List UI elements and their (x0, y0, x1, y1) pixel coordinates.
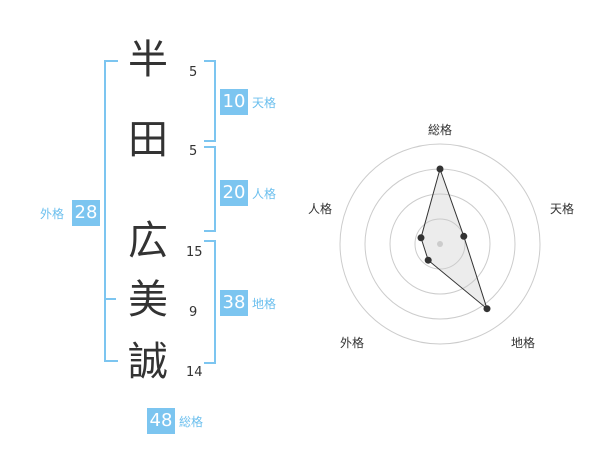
chikaku-bracket (204, 240, 216, 364)
gaikaku-value: 28 (72, 200, 100, 226)
radar-ring-4 (339, 143, 541, 345)
gaikaku-connector (104, 298, 116, 300)
radar-center-dot (437, 241, 443, 247)
gaikaku-bracket (104, 60, 118, 362)
radar-ring-2 (389, 193, 491, 295)
tenkaku-value: 10 (220, 89, 248, 115)
radar-point-1 (460, 232, 468, 240)
radar-chart (339, 143, 541, 345)
radar-point-4 (417, 234, 425, 242)
stroke-count-5: 14 (186, 365, 203, 380)
radar-axis-label-0: 総格 (428, 123, 453, 137)
name-char-2: 田 (128, 117, 168, 163)
radar-axis-label-2: 地格 (511, 336, 536, 350)
name-char-4: 美 (128, 277, 168, 323)
soukaku-value: 48 (147, 408, 175, 434)
chikaku-value: 38 (220, 290, 248, 316)
soukaku-label: 総格 (179, 415, 204, 429)
jinkaku-value: 20 (220, 180, 248, 206)
tenkaku-bracket (204, 60, 216, 142)
name-char-1: 半 (128, 37, 168, 83)
tenkaku-label: 天格 (252, 96, 277, 110)
radar-axis-label-1: 天格 (550, 202, 575, 216)
stroke-count-2: 5 (189, 144, 198, 159)
radar-series-polygon (420, 167, 488, 311)
radar-point-2 (483, 305, 491, 313)
stroke-count-3: 15 (186, 245, 203, 260)
radar-axis-label-3: 外格 (340, 336, 365, 350)
name-char-5: 誠 (128, 339, 168, 385)
radar-axis-label-4: 人格 (308, 202, 333, 216)
radar-point-0 (436, 165, 444, 173)
radar-point-3 (424, 256, 432, 264)
name-char-3: 広 (128, 218, 168, 264)
stroke-count-4: 9 (189, 305, 198, 320)
stroke-count-1: 5 (189, 65, 198, 80)
chikaku-label: 地格 (252, 297, 277, 311)
jinkaku-bracket (204, 146, 216, 232)
radar-ring-1 (414, 218, 466, 270)
gaikaku-label: 外格 (40, 207, 65, 221)
jinkaku-label: 人格 (252, 187, 277, 201)
